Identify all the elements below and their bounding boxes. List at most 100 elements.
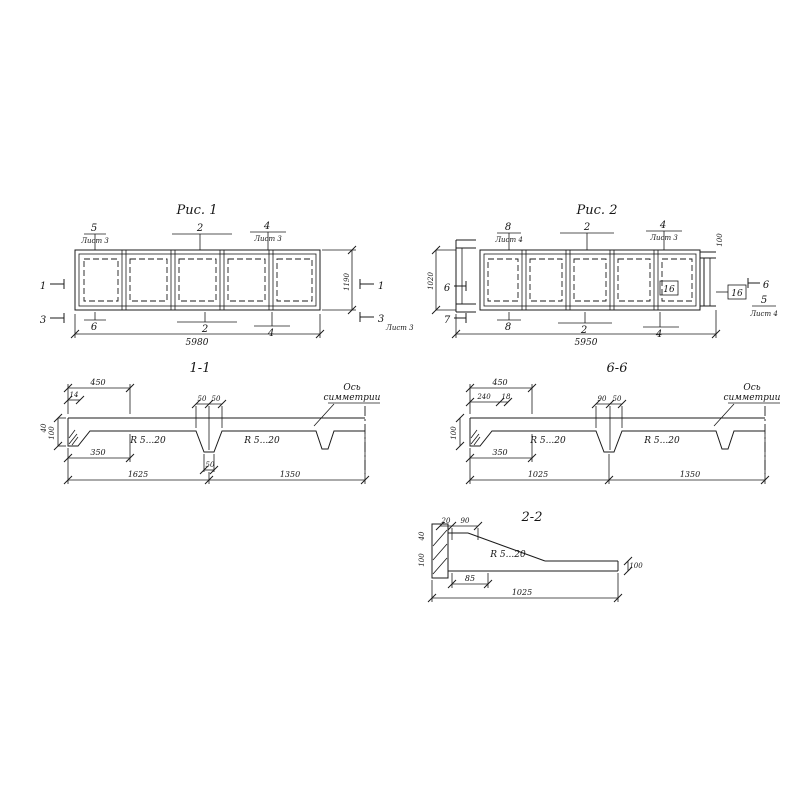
fig2-sheet-ref-5: Лист 4 [749,310,778,318]
sec11-dim-1350: 1350 [280,470,300,479]
sec22-dim-100-left: 100 [418,553,426,567]
sec22-dim-20: 20 [441,517,451,525]
sec22-dim-1025: 1025 [512,588,532,597]
fig1-callout-4-bottom: 4 [267,328,274,339]
sec11-dim-450: 450 [89,378,105,387]
fig1-callout-5: 5 [91,223,97,234]
fig1-sheet-ref-right: Лист 3 [385,324,414,332]
sec66-radius-right: R 5...20 [643,436,680,446]
sec22-dim-40: 40 [418,531,426,541]
sec66-dim-1025: 1025 [528,470,548,479]
fig2-length-dimension: 5950 [451,310,721,348]
sec11-dim-14: 14 [70,391,79,399]
section-6-6: 6-6 Ось симметрии R 5...20 R 5...20 450 [450,361,781,485]
fig1-title: Рис. 1 [176,203,218,218]
fig2-callout-4-bottom: 4 [655,329,662,340]
fig2-void-cells [487,258,693,302]
sec11-axis-line2: симметрии [324,393,381,403]
sec22-left-dimensions: 40 100 [418,531,426,567]
sec11-radius-left: R 5...20 [129,436,166,446]
sec11-dim-100: 100 [48,426,56,440]
sec11-axis-line1: Ось [343,383,360,393]
fig2-panel-inner-line [483,253,697,307]
fig2-rib-dividers [521,250,659,310]
fig1-sheet-ref-5: Лист 3 [80,237,109,245]
fig1-callout-2-bottom: 2 [201,324,208,335]
fig1-plan-view: Рис. 1 5 Лист 3 2 4 Лист 3 [40,203,414,348]
fig2-dim-height-left: 1020 [427,272,435,290]
sec66-left-dimensions: 100 [450,413,465,451]
fig1-bottom-callouts: 6 2 4 [84,312,290,339]
fig2-callout-2-bottom: 2 [580,325,587,336]
sec66-axis-line2: симметрии [724,393,781,403]
sec66-dim-240: 240 [476,393,491,401]
sec11-end-hatch [68,429,79,446]
fig1-void-cells [83,258,313,302]
fig1-sheet-ref-4: Лист 3 [253,235,282,243]
fig2-left-end-detail [455,239,476,313]
sec11-left-dimensions: 100 40 [40,413,66,451]
fig1-mark-1-left: 1 [40,281,46,292]
sec66-dim-1350: 1350 [680,470,700,479]
sec11-profile: R 5...20 R 5...20 [67,417,365,453]
fig2-mark-5: 5 [761,295,767,306]
sec66-title: 6-6 [607,361,628,376]
fig1-rib-dividers [121,250,274,310]
sec22-profile: R 5...20 [431,523,619,579]
fig2-callout-8-bottom: 8 [505,322,511,333]
fig1-section-marks-left: 1 3 [40,279,65,326]
fig2-callout-8-top: 8 [505,222,511,233]
sec66-dim-100: 100 [450,426,458,440]
fig2-dim-small-right: 100 [716,233,724,247]
fig1-mark-3-right: 3 [378,314,384,325]
fig1-panel-outline [74,249,321,311]
sec11-bottom-dimensions: 350 50 1625 1350 [63,434,370,485]
fig2-section-marks-right: 6 5 Лист 4 [747,278,778,318]
fig2-callout-2-top: 2 [583,222,590,233]
sec66-dim-50: 50 [613,395,622,403]
sec66-radius-left: R 5...20 [529,436,566,446]
sec66-bottom-dimensions: 350 1025 1350 [465,434,770,485]
sec66-dim-450: 450 [491,378,507,387]
sec22-right-dimensions: 100 [623,556,643,576]
fig2-plan-view: Рис. 2 1020 [427,203,778,348]
fig2-right-end-detail: 100 [700,233,724,307]
fig1-callout-4-top: 4 [263,221,270,232]
fig2-mark-6-right: 6 [763,280,770,291]
sec66-profile: R 5...20 R 5...20 [469,417,765,453]
fig1-top-callouts: 5 Лист 3 2 4 Лист 3 [80,221,286,250]
sec22-dim-90: 90 [461,517,470,525]
sec22-dim-100-right: 100 [629,562,643,570]
fig1-mark-3-left: 3 [40,315,46,326]
sec22-dim-85: 85 [465,574,475,583]
sec22-title: 2-2 [521,510,543,525]
fig2-mark-7: 7 [444,315,451,326]
fig2-sheet-ref-4: Лист 3 [649,234,678,242]
sec11-dim-50a: 50 [198,395,207,403]
fig1-height-dimension: 1190 [322,245,357,315]
fig1-callout-2-top: 2 [196,223,203,234]
sec66-top-dimensions: 450 240 18 90 50 [465,378,627,450]
sec66-dim-18: 18 [502,393,511,401]
fig1-callout-6: 6 [91,322,98,333]
sec11-radius-right: R 5...20 [243,436,280,446]
section-1-1: 1-1 Ось симметрии R 5...20 R 5...20 [40,361,381,485]
sec22-end-hatch [432,529,448,575]
fig2-sheet-ref-8: Лист 4 [494,236,523,244]
fig2-title: Рис. 2 [576,203,618,218]
sec11-top-dimensions: 450 14 50 50 [63,378,227,450]
sec66-dim-350: 350 [492,448,507,457]
sec22-top-dimensions: 20 90 [435,517,483,540]
fig2-top-callouts: 8 Лист 4 2 4 Лист 3 [494,220,682,250]
fig1-dim-height: 1190 [343,273,351,291]
fig2-callout-4-top: 4 [659,220,666,231]
fig2-panel-outline [479,249,701,311]
fig2-left-height-dimension: 1020 [427,245,456,315]
fig1-length-dimension: 5980 [70,314,325,348]
sec11-dim-50b: 50 [212,395,221,403]
sec66-dim-90: 90 [598,395,607,403]
sec11-title: 1-1 [190,361,211,376]
sec66-axis-line1: Ось [743,383,760,393]
